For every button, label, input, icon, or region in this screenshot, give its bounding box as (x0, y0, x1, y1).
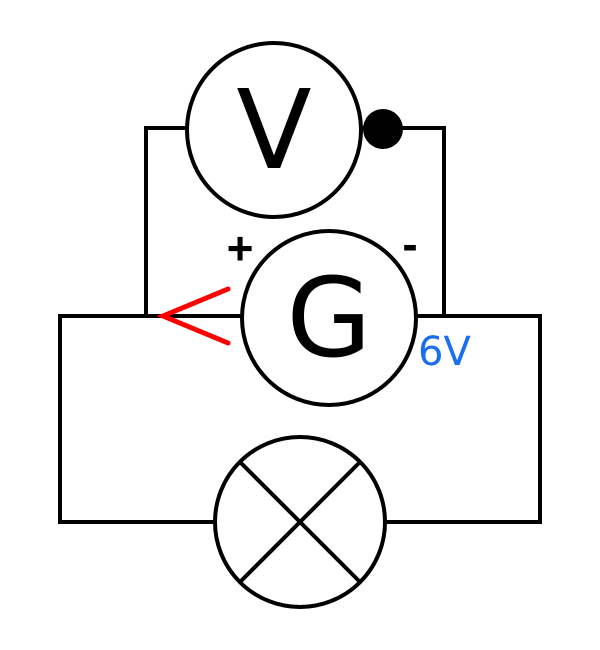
voltmeter-symbol: V (236, 66, 311, 194)
generator-symbol: G (286, 254, 371, 382)
voltmeter-ring (185, 41, 363, 219)
generator: G (240, 229, 418, 407)
generator-minus-sign: - (402, 218, 417, 270)
lamp-cross-icon (238, 460, 362, 584)
voltmeter: V (185, 41, 363, 219)
generator-voltage-label: 6V (418, 329, 471, 375)
generator-ring (240, 229, 418, 407)
main-wire-right (383, 314, 542, 524)
voltmeter-left-lead (144, 126, 190, 318)
main-wire-left (58, 314, 244, 524)
generator-plus-sign: + (227, 222, 254, 274)
arrow-left-icon (156, 286, 231, 346)
terminal-dot-icon (363, 109, 403, 149)
lamp (213, 435, 387, 609)
